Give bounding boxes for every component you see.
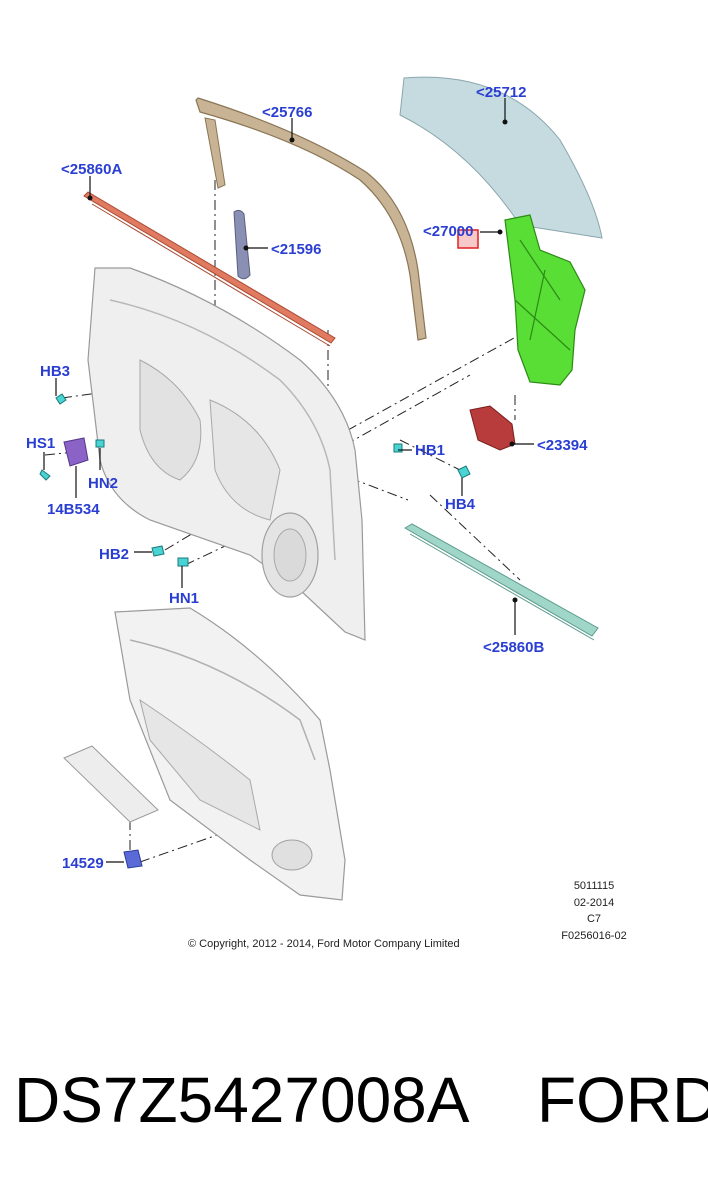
callout-hb3: HB3 <box>40 363 70 380</box>
copyright-text: © Copyright, 2012 - 2014, Ford Motor Com… <box>188 938 460 950</box>
callout-hn1: HN1 <box>169 590 199 607</box>
callout-motor: <23394 <box>537 437 588 454</box>
callout-frame-seal: <25766 <box>262 104 312 121</box>
callout-belt-inner: <25860B <box>483 639 544 656</box>
meta-line-3: C7 <box>587 913 601 925</box>
door-glass[interactable] <box>399 76 603 239</box>
regulator-highlight-box <box>457 229 479 249</box>
run-channel[interactable] <box>233 209 251 280</box>
callout-hn2: HN2 <box>88 475 118 492</box>
hb1-bolt-icon <box>393 443 403 453</box>
leader-lines <box>43 98 534 863</box>
callout-run-channel: <21596 <box>271 241 321 258</box>
meta-line-4: F0256016-02 <box>561 930 626 942</box>
door-trim-panel[interactable] <box>114 607 346 901</box>
door-inner-panel <box>87 267 366 641</box>
callout-glass: <25712 <box>476 84 526 101</box>
fasteners <box>39 393 471 567</box>
callout-hb4: HB4 <box>445 496 476 513</box>
hb3-bolt-icon <box>55 393 67 405</box>
hn1-nut-icon <box>177 557 189 567</box>
window-regulator[interactable] <box>504 214 586 386</box>
hs1-screw-icon <box>39 469 51 481</box>
hn2-nut-icon <box>95 439 105 448</box>
meta-line-1: 5011115 <box>574 880 614 892</box>
belt-moulding-outer[interactable] <box>83 191 336 347</box>
frame-seal[interactable] <box>195 97 427 341</box>
switch-bezel[interactable] <box>63 745 159 869</box>
belt-weatherstrip-inner[interactable] <box>403 523 599 641</box>
callout-hs1: HS1 <box>26 435 55 452</box>
callout-belt-outer: <25860A <box>61 161 122 178</box>
callout-hb2: HB2 <box>99 546 129 563</box>
hb2-bolt-icon <box>151 545 165 557</box>
window-motor[interactable] <box>469 405 516 451</box>
door-module[interactable] <box>63 437 89 467</box>
callout-labels: <25712 <25766 <25860A <21596 <27000 <233… <box>26 84 588 872</box>
callout-switch: 14529 <box>62 855 104 872</box>
callout-hb1: HB1 <box>415 442 445 459</box>
callout-regulator: <27000 <box>423 223 473 240</box>
hb4-bolt-icon <box>457 465 471 479</box>
meta-line-2: 02-2014 <box>574 897 614 909</box>
callout-module: 14B534 <box>47 501 100 518</box>
diagram-metadata: 5011115 02-2014 C7 F0256016-02 © Copyrig… <box>188 880 627 950</box>
part-number-caption: DS7Z5427008A FORD <box>14 1064 708 1136</box>
